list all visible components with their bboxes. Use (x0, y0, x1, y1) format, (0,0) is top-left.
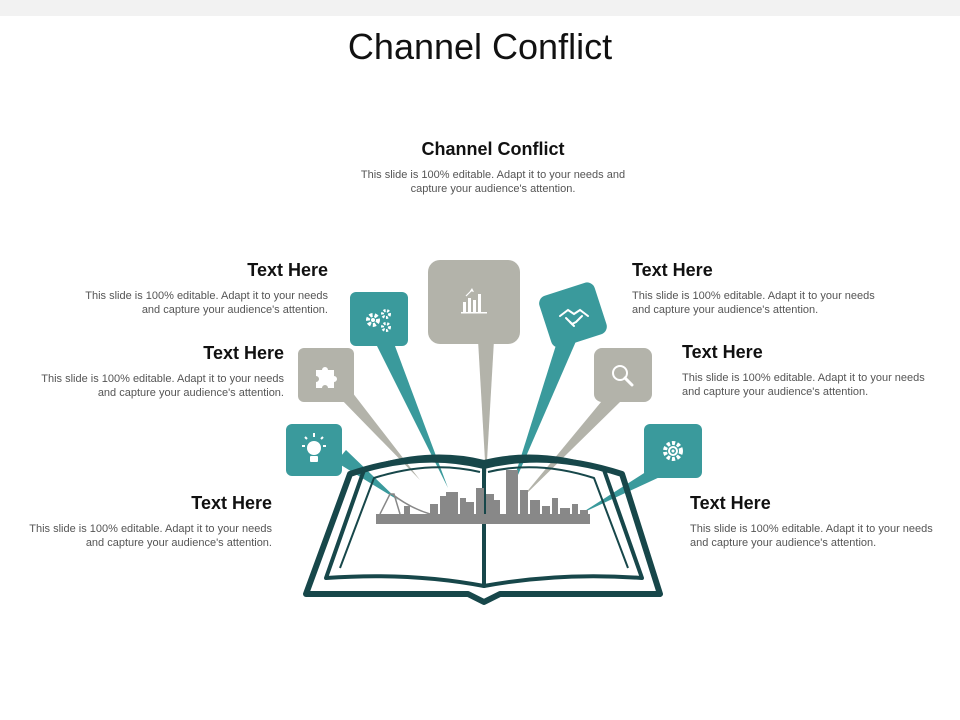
block-left-lower-heading: Text Here (191, 493, 272, 513)
block-top-body: This slide is 100% editable. Adapt it to… (360, 169, 626, 195)
search-box (594, 348, 652, 402)
search-icon (612, 365, 634, 387)
bar-chart-icon (461, 288, 487, 314)
book-inner-right (487, 466, 629, 569)
block-right-upper-heading: Text Here (632, 260, 713, 280)
city-skyline (376, 470, 590, 524)
top-band (0, 0, 960, 16)
block-left-middle: Text Here This slide is 100% editable. A… (32, 343, 284, 400)
block-right-lower: Text Here This slide is 100% editable. A… (690, 493, 948, 550)
beam-search (520, 396, 620, 500)
block-left-upper-body: This slide is 100% editable. Adapt it to… (85, 290, 328, 316)
block-right-lower-heading: Text Here (690, 493, 771, 513)
block-right-lower-body: This slide is 100% editable. Adapt it to… (690, 523, 933, 549)
puzzle-icon (316, 367, 337, 388)
beam-lightbulb (336, 450, 398, 500)
book-inner-left (339, 466, 481, 569)
settings-box (644, 424, 702, 478)
beam-puzzle (338, 392, 420, 480)
lightbulb-box (286, 424, 342, 476)
block-right-middle-body: This slide is 100% editable. Adapt it to… (682, 372, 925, 398)
puzzle-box (298, 348, 354, 402)
lightbulb-icon (302, 433, 326, 462)
block-left-upper: Text Here This slide is 100% editable. A… (76, 260, 328, 317)
block-right-upper-body: This slide is 100% editable. Adapt it to… (632, 290, 875, 316)
block-top: Channel Conflict This slide is 100% edit… (343, 139, 643, 196)
block-left-middle-heading: Text Here (203, 343, 284, 363)
handshake-box (539, 282, 607, 348)
slide-title: Channel Conflict (347, 26, 613, 67)
block-left-lower: Text Here This slide is 100% editable. A… (20, 493, 272, 550)
beam-gears (374, 338, 448, 488)
block-left-upper-heading: Text Here (247, 260, 328, 280)
beam-settings (580, 468, 662, 514)
block-left-lower-body: This slide is 100% editable. Adapt it to… (29, 523, 272, 549)
book (303, 454, 663, 605)
handshake-icon (559, 308, 589, 327)
bridge (379, 493, 431, 515)
block-top-heading: Channel Conflict (421, 139, 565, 159)
beam-chart (478, 340, 494, 478)
block-right-upper: Text Here This slide is 100% editable. A… (632, 260, 890, 317)
gears-box (350, 292, 408, 346)
chart-box (428, 260, 520, 344)
block-left-middle-body: This slide is 100% editable. Adapt it to… (41, 373, 284, 399)
block-right-middle: Text Here This slide is 100% editable. A… (682, 342, 940, 399)
settings-icon (663, 441, 683, 461)
gears-icon (366, 309, 391, 332)
block-right-middle-heading: Text Here (682, 342, 763, 362)
